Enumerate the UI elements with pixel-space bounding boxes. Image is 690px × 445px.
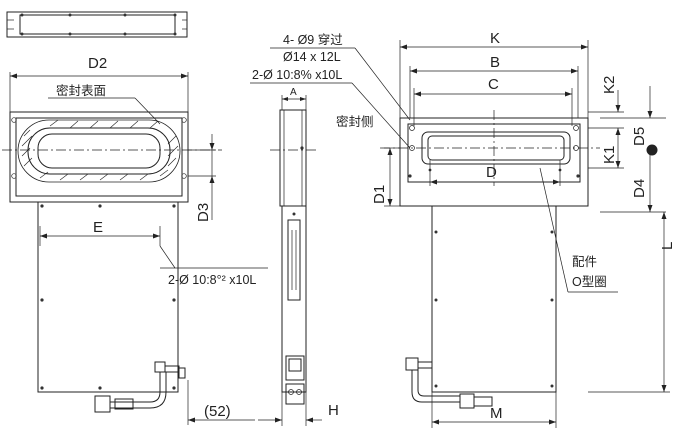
note-holes-through-1: 4- Ø9 穿过 [283, 32, 343, 47]
dim-D3: D3 [195, 203, 212, 222]
note-oring: O型圈 [572, 275, 607, 289]
top-plan-view [6, 11, 188, 38]
dim-K: K [490, 30, 500, 47]
note-holes-through-2: Ø14 x 12L [283, 50, 341, 64]
note-seal-surface: 密封表面 [56, 83, 106, 98]
note-pin-holes-bottom: 2-Ø 10:8°² x10L [168, 273, 256, 287]
dim-D: D [486, 164, 497, 181]
dim-52: (52) [204, 403, 231, 420]
note-accessory: 配件 [572, 255, 597, 269]
dim-D2: D2 [88, 55, 107, 72]
note-seal-side: 密封侧 [336, 114, 374, 129]
dim-C: C [488, 76, 499, 93]
dim-D1: D1 [371, 185, 388, 204]
dim-K1: K1 [601, 146, 618, 164]
dim-M: M [490, 405, 503, 422]
dim-E: E [93, 219, 103, 236]
front-view-right: K B C D [371, 30, 676, 428]
dim-B: B [490, 54, 500, 71]
dim-A: A [290, 87, 297, 98]
dim-L: L [659, 242, 676, 250]
side-view: A H 4- Ø9 穿过 Ø14 x 12L 2-Ø 10:8% x10L [250, 32, 411, 426]
dim-D5: D5 [631, 127, 648, 146]
front-view-left: D2 密封表面 [2, 55, 268, 425]
note-pin-holes-top: 2-Ø 10:8% x10L [252, 68, 342, 82]
dim-D4: D4 [631, 179, 648, 198]
dim-K2: K2 [601, 76, 618, 94]
dim-H: H [328, 402, 339, 419]
